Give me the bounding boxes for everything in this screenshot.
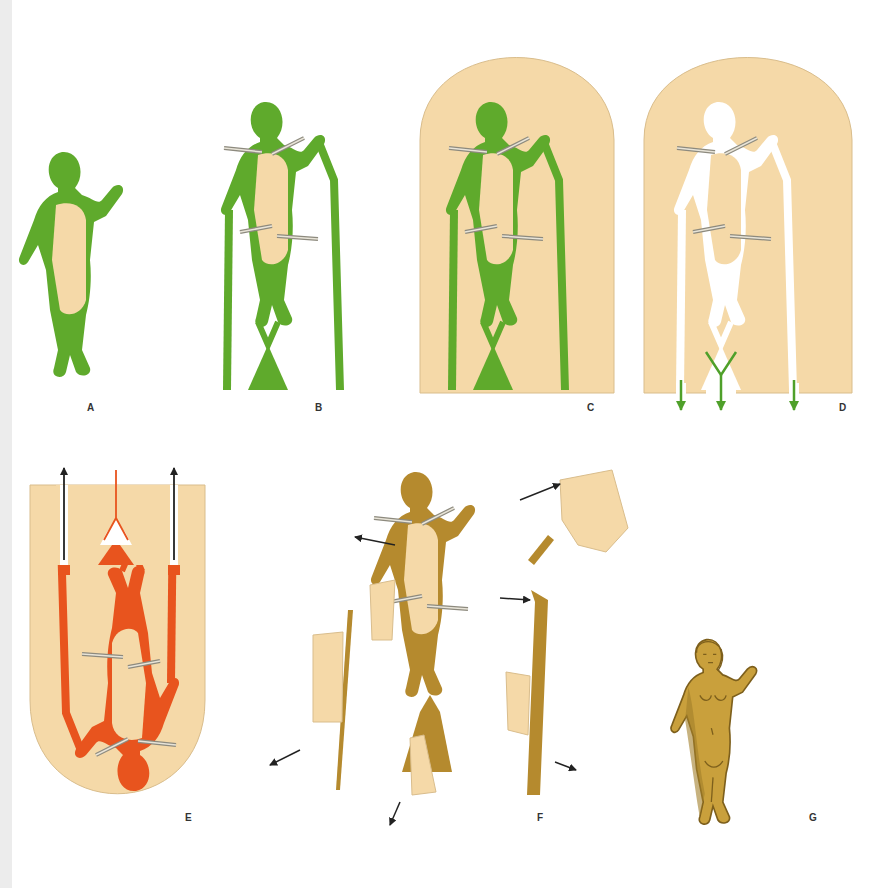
- panel-letter: D: [839, 403, 846, 413]
- panel-letter: A: [87, 403, 94, 413]
- panel-letter: E: [185, 813, 192, 823]
- panel-letter: B: [315, 403, 322, 413]
- panel-letter: F: [537, 813, 543, 823]
- panel-letter: G: [809, 813, 817, 823]
- panel-letter: C: [587, 403, 594, 413]
